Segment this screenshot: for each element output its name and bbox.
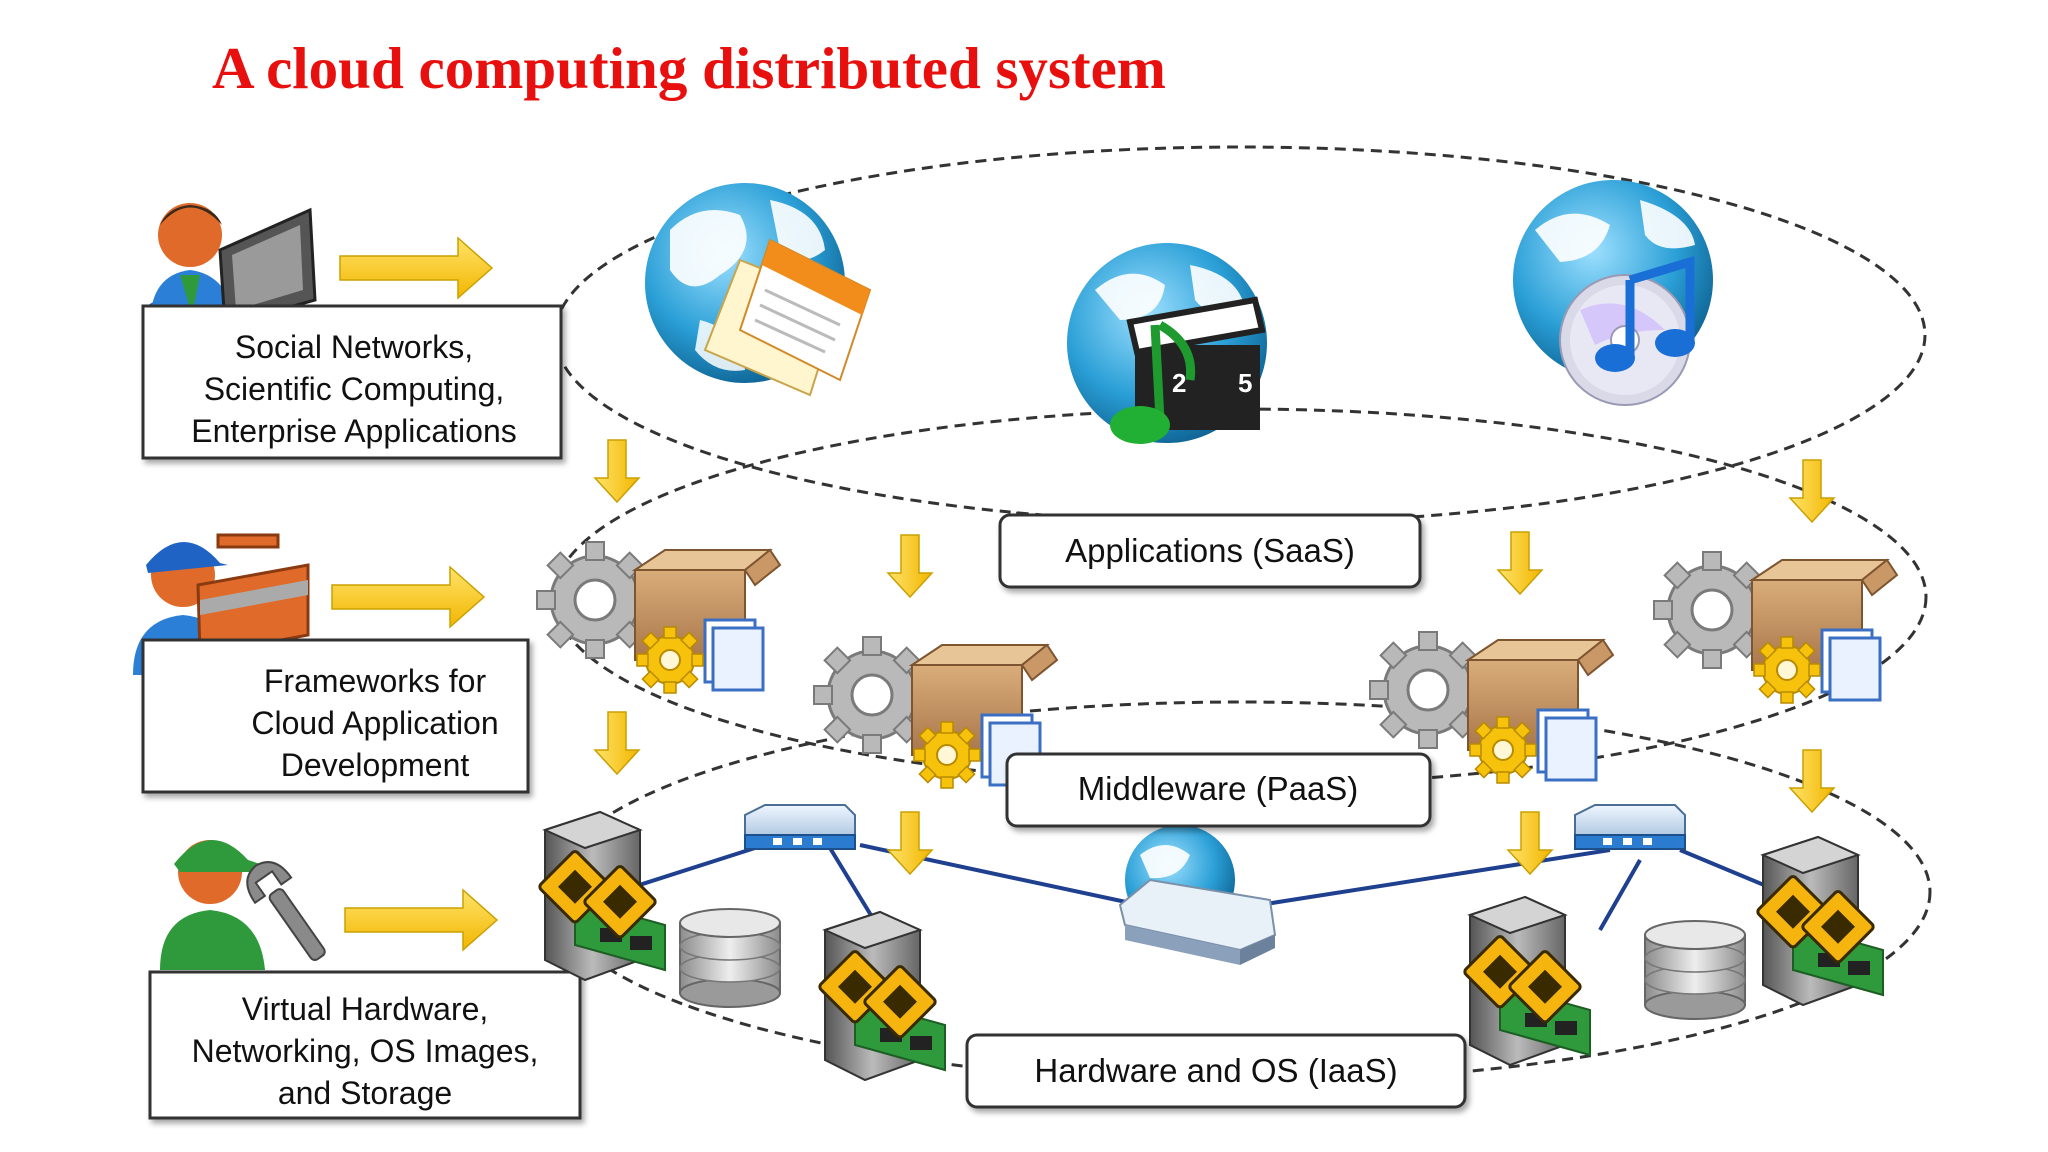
role-box-virtual-hardware: Virtual Hardware, Networking, OS Images,…: [148, 970, 582, 1120]
role1-arrow: [339, 237, 493, 299]
server-icon: [536, 810, 667, 982]
page-title: A cloud computing distributed system: [212, 35, 1166, 101]
role-line: Enterprise Applications: [191, 413, 517, 449]
down-arrow: [1789, 459, 1835, 523]
developer-with-toolbox-icon: [133, 533, 310, 675]
role-line: Virtual Hardware,: [242, 991, 489, 1027]
iaas-label-text: Hardware and OS (IaaS): [1034, 1052, 1397, 1089]
gear-and-package-icon: [1652, 550, 1899, 705]
role-box-applications: Social Networks, Scientific Computing, E…: [141, 304, 563, 460]
role-line: Scientific Computing,: [204, 371, 505, 407]
role-box-frameworks: Frameworks for Cloud Application Develop…: [141, 638, 530, 794]
down-arrow: [594, 711, 640, 775]
globe-router-icon: [1118, 825, 1277, 965]
gear-and-package-icon: [535, 540, 782, 695]
role-line: and Storage: [278, 1075, 452, 1111]
network-switch-icon: [744, 804, 856, 850]
down-arrow: [887, 811, 933, 875]
down-arrow: [1497, 531, 1543, 595]
role-line: Frameworks for: [264, 663, 487, 699]
globe-with-music-disc-icon: [1513, 180, 1713, 406]
server-icon: [1461, 895, 1592, 1067]
database-icon: [1644, 920, 1746, 1020]
paas-label: Middleware (PaaS): [1005, 752, 1432, 828]
iaas-label: Hardware and OS (IaaS): [965, 1033, 1467, 1109]
network-links: [629, 838, 1801, 932]
database-icon: [679, 908, 781, 1008]
globe-with-media-icon: 2 5: [1067, 243, 1267, 444]
down-arrow: [887, 534, 933, 598]
down-arrow: [594, 439, 640, 503]
paas-label-text: Middleware (PaaS): [1078, 770, 1359, 807]
role3-arrow: [344, 889, 498, 951]
server-icon: [816, 910, 947, 1082]
role-line: Networking, OS Images,: [192, 1033, 539, 1069]
saas-label-text: Applications (SaaS): [1065, 532, 1355, 569]
technician-with-wrench-icon: [160, 839, 326, 970]
role-line: Development: [281, 747, 470, 783]
role2-arrow: [331, 566, 485, 628]
role-line: Social Networks,: [235, 329, 473, 365]
role-line: Cloud Application: [251, 705, 498, 741]
globe-with-documents-icon: [645, 183, 872, 397]
server-icon: [1754, 835, 1885, 1007]
saas-label: Applications (SaaS): [998, 513, 1422, 589]
network-switch-icon: [1574, 804, 1686, 850]
svg-text:5: 5: [1238, 368, 1252, 398]
svg-text:2: 2: [1172, 368, 1186, 398]
